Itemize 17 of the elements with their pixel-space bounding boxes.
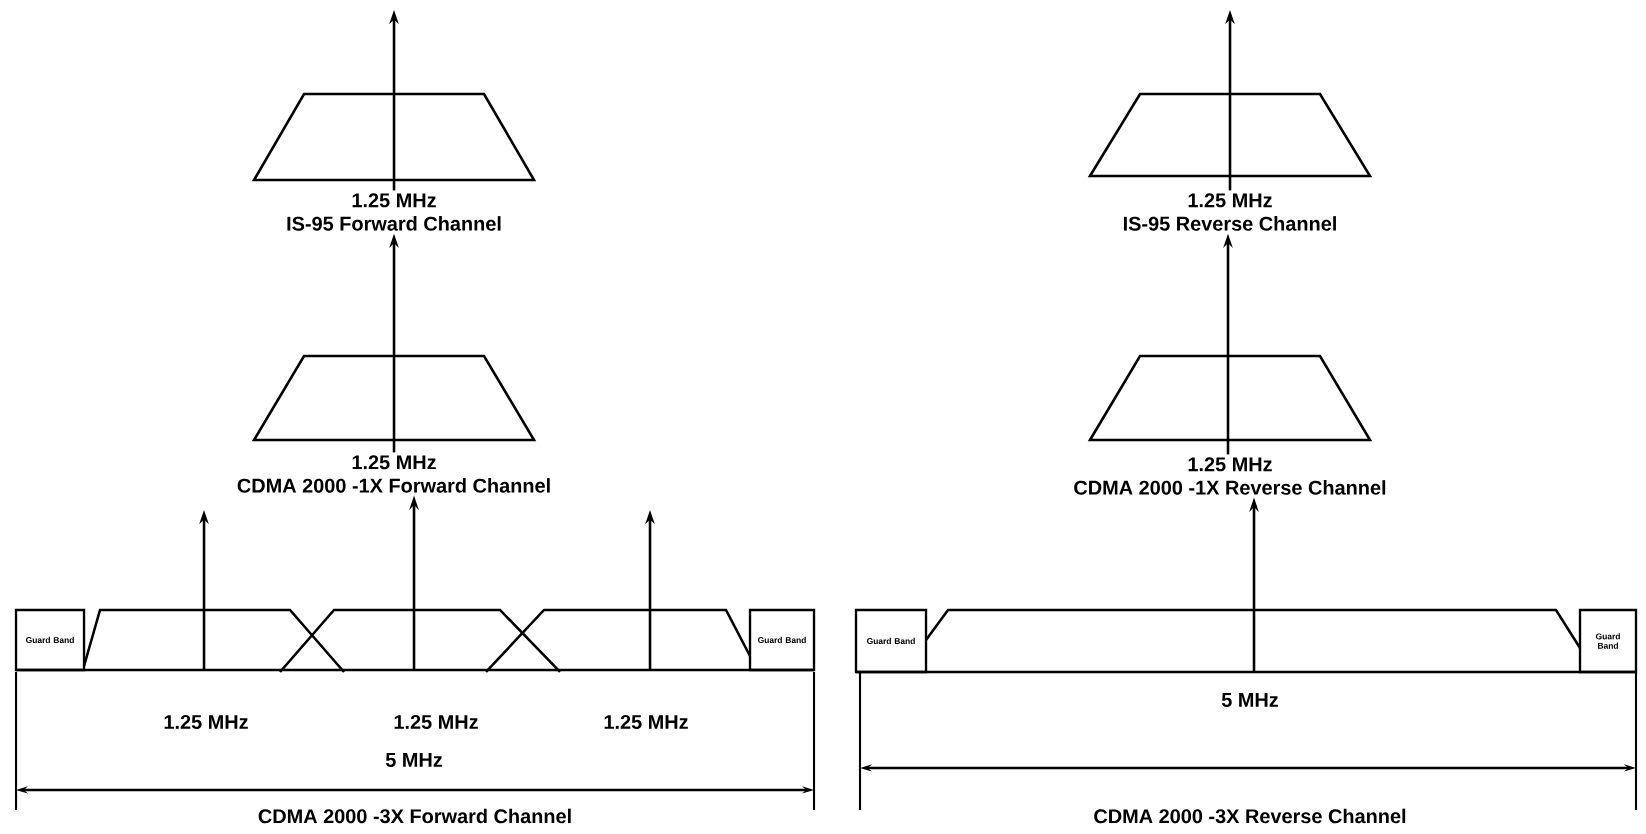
node-label: CDMA 2000 -1X Reverse Channel bbox=[1074, 480, 1386, 495]
channel-spectrum: 1.25 MHz CDMA 2000 -1X Forward Channel bbox=[237, 354, 550, 493]
node-label: 1.25 MHz bbox=[352, 193, 436, 208]
node-label: IS-95 Reverse Channel bbox=[1123, 216, 1336, 231]
node-label: CDMA 2000 -1X Forward Channel bbox=[237, 478, 550, 493]
node-label: 1.25 MHz bbox=[1188, 457, 1272, 472]
node-label: IS-95 Forward Channel bbox=[287, 216, 501, 231]
frequency-label: 1.25 MHz bbox=[604, 714, 688, 729]
node-label: 1.25 MHz bbox=[352, 455, 436, 470]
channel-spectrum: 1.25 MHz CDMA 2000 -1X Reverse Channel bbox=[1074, 354, 1386, 495]
frequency-label: 1.25 MHz bbox=[164, 714, 248, 729]
frequency-label: 1.25 MHz bbox=[394, 714, 478, 729]
band-title: CDMA 2000 -3X Forward Channel bbox=[258, 808, 571, 824]
frequency-label: 5 MHz bbox=[385, 753, 443, 767]
node-label: 1.25 MHz bbox=[1188, 193, 1272, 208]
band-title: CDMA 2000 -3X Reverse Channel bbox=[1094, 808, 1406, 824]
frequency-label: 5 MHz bbox=[1221, 693, 1278, 707]
